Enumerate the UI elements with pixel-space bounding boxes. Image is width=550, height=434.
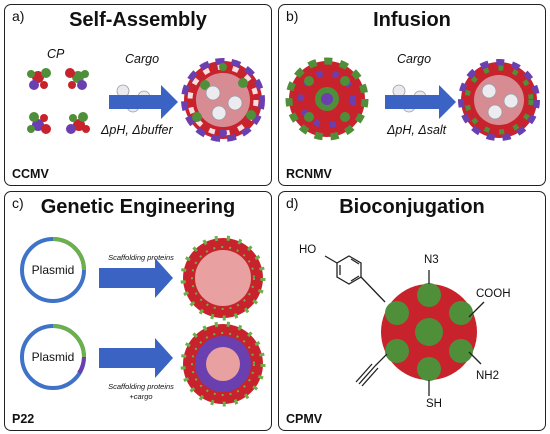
virus-name: CCMV [12,167,49,181]
coat-protein-dimers [27,68,90,134]
cargo-label: Cargo [125,52,160,66]
panel-title: Self-Assembly [69,9,207,31]
plasmid-bottom: Plasmid [20,324,86,390]
cp-label: CP [47,47,65,61]
self-assembly-illustration [27,58,265,142]
process-arrow [109,85,178,119]
panel-self-assembly: a) Self-Assembly CP Cargo ΔpH, Δbuffer C… [4,4,272,186]
plasmid-label: Plasmid [32,350,75,364]
hydroxyl-label: HO [299,244,317,256]
panel-title: Infusion [373,9,451,31]
process-arrow [99,258,173,298]
plasmid-label: Plasmid [32,263,75,277]
conditions-label: ΔpH, Δsalt [387,123,447,137]
ccmv-capsid-with-cargo [181,58,265,142]
rcnmv-capsid-with-cargo [458,59,540,141]
conditions-label: ΔpH, Δbuffer [101,123,173,137]
bioconjugation-illustration [324,255,485,396]
panel-infusion: b) Infusion Cargo ΔpH, Δsalt RCNMV [278,4,546,186]
cargo-label: Cargo [397,52,432,66]
rcnmv-capsid-empty [285,57,369,141]
plasmid-top: Plasmid [20,237,86,303]
scaffolding-label-top: Scaffolding proteins [108,253,174,262]
virus-name: P22 [12,412,35,426]
p22-capsid-scaffold [180,235,266,321]
scaffolding-label-bottom: Scaffolding proteins [108,382,174,391]
panel-letter: d) [286,195,299,211]
panel-letter: a) [12,8,25,24]
cpmv-capsid [381,283,477,381]
infusion-illustration [285,57,540,141]
virus-name: RCNMV [286,167,332,181]
virus-name: CPMV [286,412,323,426]
panel-title: Bioconjugation [339,196,485,218]
p22-capsid-scaffold-cargo [180,321,266,407]
panel-letter: c) [12,195,24,211]
panel-title: Genetic Engineering [40,196,236,218]
amine-label: NH2 [476,370,500,382]
panel-letter: b) [286,8,299,24]
genetic-engineering-illustration: Plasmid Plasmid [20,235,266,407]
thiol-label: SH [426,398,442,410]
cargo-label: +cargo [129,392,153,401]
panel-bioconjugation: d) Bioconjugation HO N3 COOH NH2 SH CPMV [278,191,546,431]
carboxyl-label: COOH [476,288,511,300]
panel-genetic-engineering: c) Genetic Engineering Scaffolding prote… [4,191,272,431]
chemical-linkers [324,255,485,396]
process-arrow [99,338,173,378]
process-arrow [385,85,456,119]
azide-label: N3 [424,254,439,266]
